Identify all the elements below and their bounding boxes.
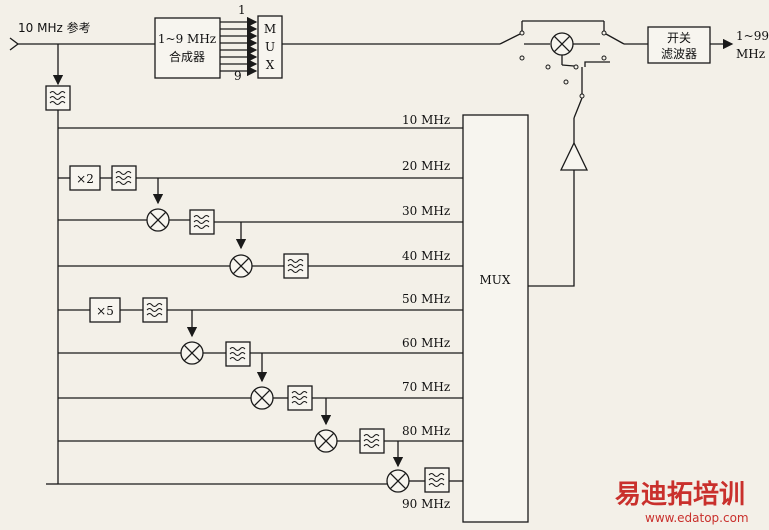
synth-label-2: 合成器 bbox=[169, 49, 205, 64]
x5-filter-icon bbox=[142, 297, 168, 323]
x2-label: ×2 bbox=[76, 172, 94, 186]
x5-multiplier-box bbox=[89, 297, 121, 323]
watermark-url: www.edatop.com bbox=[645, 511, 749, 525]
filter-40mhz-icon bbox=[283, 253, 309, 279]
freq-40mhz: 40 MHz bbox=[402, 249, 450, 263]
bypass-switch-left bbox=[499, 30, 525, 61]
freq-10mhz: 10 MHz bbox=[402, 113, 450, 127]
amplifier-triangle bbox=[559, 141, 589, 171]
mixer-60mhz-icon bbox=[180, 341, 204, 365]
output-label-1: 1~99 bbox=[736, 29, 769, 43]
mixer-80mhz-icon bbox=[314, 429, 338, 453]
output-label-2: MHz bbox=[736, 47, 765, 61]
synthesizer-box bbox=[154, 17, 221, 79]
amp-contact-2 bbox=[563, 79, 569, 85]
amp-contact-1 bbox=[579, 93, 585, 99]
freq-20mhz: 20 MHz bbox=[402, 159, 450, 173]
ref-filter-icon bbox=[45, 85, 71, 111]
top-mixer-icon bbox=[550, 32, 574, 56]
input-chevron bbox=[9, 37, 20, 51]
watermark-title: 易迪拓培训 bbox=[615, 480, 745, 510]
freq-50mhz: 50 MHz bbox=[402, 292, 450, 306]
filter-90mhz-icon bbox=[424, 467, 450, 493]
small-mux-m: M bbox=[264, 22, 276, 36]
lo-contact-right bbox=[573, 64, 579, 70]
mixer-30mhz-icon bbox=[146, 208, 170, 232]
freq-70mhz: 70 MHz bbox=[402, 380, 450, 394]
x5-label: ×5 bbox=[96, 304, 114, 318]
switch-filter-box bbox=[647, 26, 711, 64]
synth-label-1: 1~9 MHz bbox=[158, 32, 216, 46]
synth-output-bus bbox=[220, 16, 258, 77]
freq-30mhz: 30 MHz bbox=[402, 204, 450, 218]
mixer-40mhz-icon bbox=[229, 254, 253, 278]
freq-80mhz: 80 MHz bbox=[402, 424, 450, 438]
x2-filter-icon bbox=[111, 165, 137, 191]
mixer-90mhz-icon bbox=[386, 469, 410, 493]
large-mux-box bbox=[462, 114, 529, 523]
freq-60mhz: 60 MHz bbox=[402, 336, 450, 350]
lo-selector-line bbox=[584, 61, 610, 67]
bus-last-label: 9 bbox=[234, 69, 242, 83]
amp-switch-arm bbox=[573, 97, 583, 119]
bus-first-label: 1 bbox=[238, 3, 246, 17]
freq-90mhz: 90 MHz bbox=[402, 497, 450, 511]
switch-filter-label-2: 滤波器 bbox=[661, 47, 697, 61]
reference-label: 10 MHz 参考 bbox=[18, 20, 91, 35]
mixer-70mhz-icon bbox=[250, 386, 274, 410]
filter-30mhz-icon bbox=[189, 209, 215, 235]
small-mux-x: X bbox=[266, 58, 275, 72]
large-mux-label: MUX bbox=[480, 273, 511, 287]
small-mux-u: U bbox=[265, 40, 275, 54]
filter-70mhz-icon bbox=[287, 385, 313, 411]
bypass-switch-right bbox=[601, 30, 625, 61]
small-mux-box bbox=[257, 15, 283, 79]
filter-80mhz-icon bbox=[359, 428, 385, 454]
switch-filter-label-1: 开关 bbox=[667, 31, 691, 45]
mux-to-amp-line bbox=[528, 170, 575, 287]
lo-select-arm bbox=[561, 64, 575, 67]
filter-60mhz-icon bbox=[225, 341, 251, 367]
lo-contact-left bbox=[545, 64, 551, 70]
